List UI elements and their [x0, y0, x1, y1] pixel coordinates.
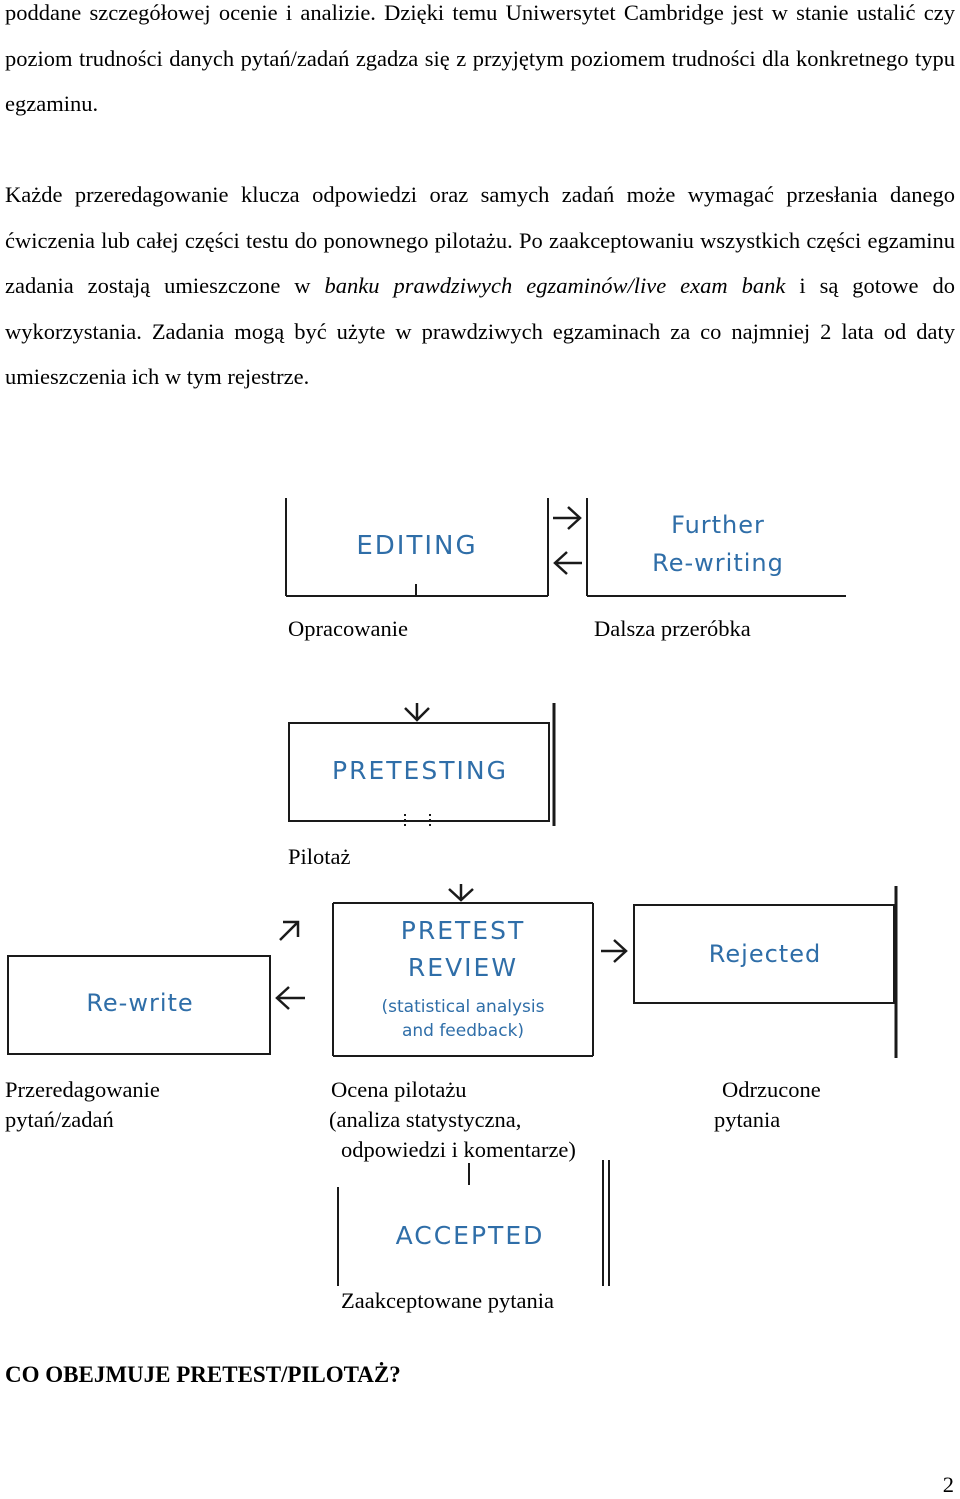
caption-review-2: (analiza statystyczna,	[329, 1107, 522, 1132]
arrow-up-right-icon	[279, 920, 300, 941]
editing-label: EDITING	[356, 531, 477, 561]
rewrite-box	[7, 955, 271, 1055]
arrow-left-icon	[553, 551, 582, 575]
caption-rejected-2: pytania	[714, 1107, 781, 1132]
pretesting-box	[288, 722, 550, 822]
exam-flow-diagram: EDITING Further Re-writing PRETESTING PR…	[7, 498, 898, 1286]
arrow-down-icon	[448, 884, 474, 902]
pretest-review-label-2: REVIEW	[408, 953, 518, 982]
arrow-down-icon	[404, 703, 430, 722]
caption-accepted: Zaakceptowane pytania	[341, 1288, 555, 1313]
pretest-review-label-4: and feedback)	[402, 1021, 524, 1041]
section-heading: CO OBEJMUJE PRETEST/PILOTAŻ?	[5, 1362, 401, 1387]
rejected-label: Rejected	[709, 940, 821, 968]
pretest-review-label-3: (statistical analysis	[382, 997, 545, 1017]
caption-pretesting: Pilotaż	[288, 844, 351, 869]
intro-paragraph: poddane szczegółowej ocenie i analizie. …	[5, 0, 955, 127]
caption-rewrite-2: pytań/zadań	[5, 1107, 114, 1132]
caption-rewrite-1: Przeredagowanie	[5, 1077, 160, 1102]
arrow-right-icon	[553, 506, 582, 530]
body-text-1: Każde przeredagowanie klucza odpowiedzi …	[5, 182, 955, 298]
pretest-review-label-1: PRETEST	[401, 916, 525, 945]
further-label-2: Re-writing	[652, 549, 784, 577]
pretesting-label: PRETESTING	[332, 756, 508, 785]
caption-review-1: Ocena pilotażu	[331, 1077, 467, 1102]
body-paragraph: Każde przeredagowanie klucza odpowiedzi …	[5, 172, 955, 400]
body-text-2: i są gotowe do wykorzystania. Zadania mo…	[5, 273, 955, 389]
caption-further: Dalsza przeróbka	[594, 616, 751, 641]
intro-text: poddane szczegółowej ocenie i analizie. …	[5, 0, 955, 116]
arrow-left-icon	[275, 986, 305, 1010]
arrow-right-icon	[601, 939, 628, 963]
accepted-label: ACCEPTED	[396, 1221, 545, 1250]
caption-review-3: odpowiedzi i komentarze)	[341, 1137, 576, 1162]
rewrite-label: Re-write	[86, 989, 193, 1017]
caption-rejected-1: Odrzucone	[722, 1077, 821, 1102]
body-text-italic: banku prawdziwych egzaminów/live exam ba…	[324, 273, 786, 298]
rejected-box	[633, 904, 895, 1004]
further-label-1: Further	[671, 511, 765, 539]
caption-editing: Opracowanie	[288, 616, 408, 641]
page-number: 2	[942, 1472, 954, 1497]
